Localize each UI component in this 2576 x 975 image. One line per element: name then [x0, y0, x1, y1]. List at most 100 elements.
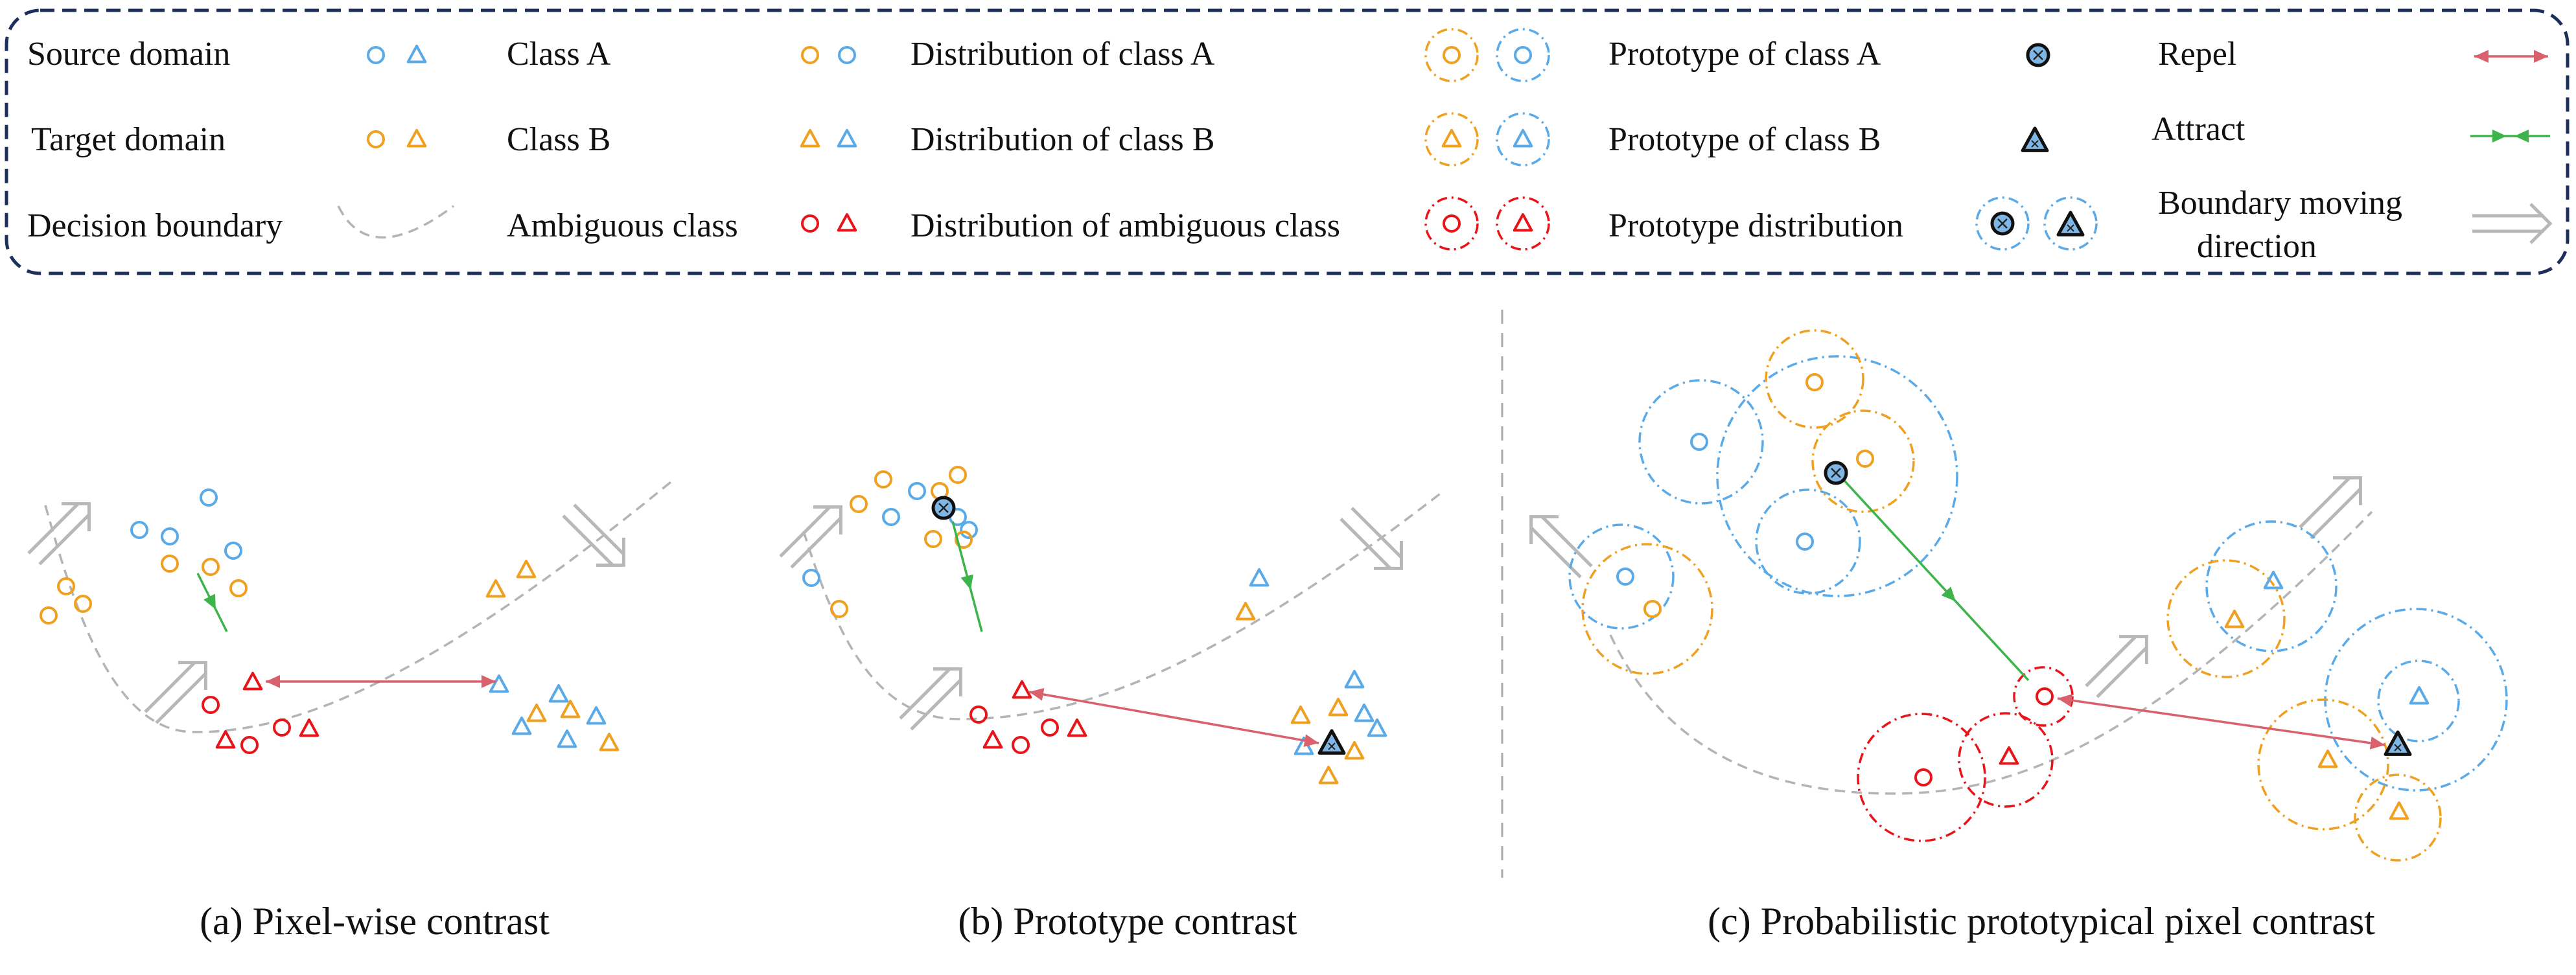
source-triangle: [2409, 686, 2430, 705]
moving-arrows-c-3: [2299, 476, 2362, 540]
legend-target-domain: Target domain: [31, 121, 226, 158]
source-triangle: [557, 729, 577, 748]
legend-dist-class-b: Distribution of class B: [911, 121, 1214, 158]
prototype-b-cross: [1328, 742, 1336, 750]
legend-attract-arrow: [2470, 130, 2550, 143]
legend-proto-dist-a: [1975, 196, 2030, 251]
dist-target-b: [2257, 698, 2389, 831]
legend-proto-class-b: Prototype of class B: [1608, 121, 1881, 158]
source-circle: [1796, 533, 1814, 551]
source-circle: [802, 569, 820, 587]
move-arrow-head: [1374, 541, 1403, 570]
caption-a: (a) Pixel-wise contrast: [200, 900, 550, 943]
prototype-a-cross: [2033, 50, 2043, 60]
legend-class-b-triangle-source: [837, 129, 857, 148]
dist-source-b: [2377, 660, 2460, 742]
moving-arrows-b-1: [779, 505, 842, 569]
legend-boundary-moving-1: Boundary moving: [2158, 185, 2402, 222]
legend-boundary-moving-arrows: [2472, 203, 2553, 244]
ambiguous-triangle: [299, 718, 319, 737]
legend-dist-b-source-point: [1513, 129, 1533, 148]
target-triangle: [1328, 698, 1349, 717]
repel-head: [1029, 687, 1045, 701]
legend-boundary-line: [337, 205, 455, 239]
ambiguous-circle: [202, 696, 220, 714]
legend-dist-a-target-point: [1443, 46, 1461, 64]
target-triangle: [599, 733, 620, 751]
target-circle: [955, 531, 973, 549]
legend-symbols: [337, 28, 2553, 251]
repel-line: [2057, 697, 2385, 746]
target-triangle: [485, 579, 506, 598]
target-circle: [161, 555, 179, 573]
boundary-c: [1609, 510, 2373, 795]
legend-prototype-b-icon: [2021, 126, 2049, 152]
source-triangle: [548, 684, 569, 703]
target-triangle: [1290, 705, 1311, 724]
prototype-b-cross: [2031, 140, 2039, 148]
target-circle: [850, 495, 868, 513]
attract-arrow-c: [1836, 472, 2030, 682]
caption-c: (c) Probabilistic prototypical pixel con…: [1708, 900, 2375, 943]
target-triangle: [2389, 801, 2409, 820]
target-triangle: [526, 704, 547, 722]
dist-target-b: [2166, 559, 2286, 678]
repel-head: [266, 675, 280, 688]
prototype-b-cross: [2067, 224, 2074, 232]
legend-proto-distribution: Prototype distribution: [1608, 207, 1903, 244]
move-arrow-line: [1540, 515, 1593, 568]
dist-source-b: [2205, 520, 2338, 652]
target-circle: [57, 577, 75, 595]
legend-class-a: Class A: [507, 36, 611, 73]
target-circle: [202, 558, 220, 576]
target-circle: [949, 466, 967, 484]
ambiguous-circle: [1914, 768, 1932, 786]
move-arrow-line: [562, 514, 614, 567]
legend-dist-amb-circle-point: [1443, 214, 1461, 233]
move-arrow-line: [144, 661, 196, 713]
legend-source-domain: Source domain: [27, 36, 230, 73]
prototype-a-cross: [1997, 218, 2008, 229]
target-circle: [1856, 450, 1874, 468]
source-triangle: [511, 717, 532, 735]
source-triangle: [586, 706, 607, 725]
move-arrow-line: [1351, 507, 1403, 559]
dist-source-a: [1568, 523, 1675, 630]
moving-arrows-a-2: [144, 661, 207, 724]
target-triangle: [1318, 766, 1339, 785]
source-circle: [882, 508, 900, 526]
dist-ambiguous: [1857, 713, 1986, 842]
legend-target-triangle: [406, 129, 427, 148]
moving-arrows-c-1: [1529, 515, 1593, 579]
move-arrow-line: [790, 516, 842, 569]
target-triangle: [516, 560, 537, 579]
move-arrow-line: [2096, 646, 2148, 698]
move-arrow-line: [910, 678, 962, 731]
legend-dist-amb-circle: [1424, 196, 1479, 251]
moving-arrows-c-2: [2085, 635, 2148, 698]
legend-dist-a-target: [1424, 28, 1479, 82]
dist-target-b: [2354, 774, 2442, 862]
legend-repel-arrow: [2474, 50, 2548, 63]
target-triangle: [2224, 610, 2245, 628]
target-circle: [1805, 373, 1824, 391]
repel-arrow-c: [2057, 694, 2385, 750]
legend-proto-dist-b: [2043, 196, 2098, 251]
repel-head: [2534, 50, 2548, 63]
legend-dist-class-a: Distribution of class A: [911, 36, 1215, 73]
legend-proto-class-a: Prototype of class A: [1608, 36, 1881, 73]
legend-repel: Repel: [2158, 36, 2236, 73]
repel-head: [2369, 736, 2385, 750]
attract-arrow-b: [951, 521, 983, 632]
attract-head: [2492, 130, 2507, 143]
move-arrow-line: [2299, 476, 2351, 529]
prototype-distribution-b: [2324, 608, 2508, 792]
ambiguous-triangle: [1012, 680, 1032, 699]
attract-arrow-a: [196, 573, 228, 632]
source-circle: [1690, 433, 1708, 451]
move-arrow-line: [155, 672, 207, 724]
source-triangle: [1354, 704, 1375, 722]
legend-frame: [5, 8, 2570, 275]
move-arrow-head: [2529, 203, 2553, 244]
source-circle: [1616, 568, 1634, 586]
